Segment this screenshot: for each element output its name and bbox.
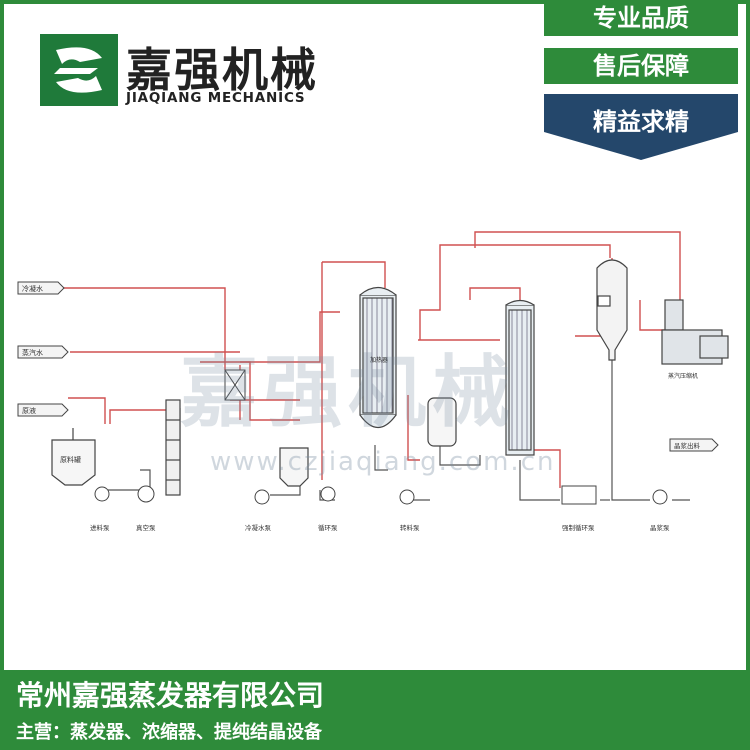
feed-tank-label: 原料罐: [60, 455, 81, 464]
logo-mark-icon: [40, 34, 118, 106]
brand-name-en: JIAQIANG MECHANICS: [126, 90, 306, 106]
badge-excellence: 精益求精: [544, 94, 738, 160]
pump-label-forced: 强制循环泵: [562, 523, 595, 532]
output-tag: [669, 438, 719, 452]
pump-transfer: [399, 489, 415, 505]
second-evaporator: [505, 299, 535, 456]
pump-vacuum: [137, 485, 155, 503]
pump-label-vacuum: 真空泵: [136, 523, 156, 532]
watermark-url: www.czjiaqiang.com.cn: [210, 447, 556, 477]
pump-slurry: [652, 489, 668, 505]
footer-banner: 常州嘉强蒸发器有限公司 主营：蒸发器、浓缩器、提纯结晶设备: [4, 670, 746, 746]
company-logo[interactable]: 嘉强机械 JIAQIANG MECHANICS: [40, 34, 360, 110]
badge-quality: 专业品质: [544, 0, 738, 36]
pump-label-transfer: 转料泵: [400, 523, 420, 532]
brand-name-cn: 嘉强机械: [126, 43, 318, 97]
pump-label-feed: 进料泵: [90, 523, 110, 532]
badge-excellence-label: 精益求精: [593, 108, 689, 136]
company-name: 常州嘉强蒸发器有限公司: [16, 679, 325, 712]
feed-tank: [51, 428, 96, 486]
evaporator-label: 加热器: [370, 356, 388, 364]
pump-label-condensate: 冷凝水泵: [245, 523, 272, 532]
preheater-box: [224, 369, 246, 401]
badge-excellence-shape: [544, 94, 738, 160]
pump-label-circulation: 循环泵: [318, 523, 338, 532]
condensate-tank: [279, 447, 309, 487]
input-tag-feed: [17, 403, 69, 417]
badge-service: 售后保障: [544, 48, 738, 84]
watermark-text: 嘉强机械: [180, 348, 517, 438]
pump-condensate: [254, 489, 270, 505]
pump-circulation: [320, 486, 336, 502]
pump-feed: [94, 486, 110, 502]
main-evaporator: [359, 286, 397, 429]
vapor-compressor: [661, 299, 729, 365]
process-diagram: 冷凝水 蒸汽水 原液 原料罐 加热器: [17, 231, 729, 532]
pump-forced-circulation: [561, 485, 597, 505]
input-label-feed: 原液: [22, 406, 36, 415]
flash-tank: [427, 397, 457, 447]
business-scope: 主营：蒸发器、浓缩器、提纯结晶设备: [16, 722, 322, 743]
pump-label-slurry: 晶浆泵: [650, 523, 670, 532]
condenser-column: [165, 399, 181, 496]
input-tag-condensate: [17, 281, 65, 295]
separator: [596, 259, 628, 361]
input-tag-steam: [17, 345, 69, 359]
input-label-condensate: 冷凝水: [22, 284, 43, 293]
compressor-label: 蒸汽压缩机: [668, 372, 698, 380]
input-label-steam: 蒸汽水: [22, 348, 43, 357]
output-label: 晶浆出料: [674, 441, 701, 450]
